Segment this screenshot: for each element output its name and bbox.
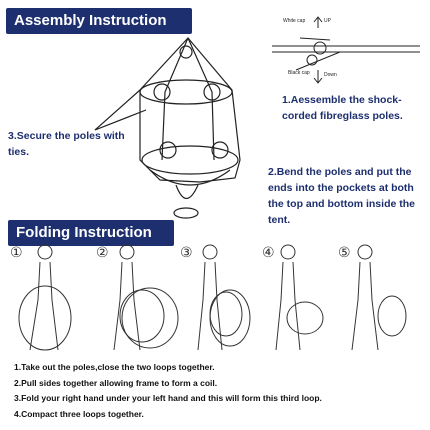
- folding-number-4: ④: [262, 244, 275, 260]
- folding-number-2: ②: [96, 244, 109, 260]
- tent-illustration: [94, 37, 241, 219]
- folding-step-4: 4.Compact three loops together.: [14, 408, 144, 419]
- down-arrow-icon: [313, 70, 323, 84]
- figure-step-2: [113, 244, 179, 351]
- figure-step-4: [275, 244, 324, 351]
- up-label: UP: [324, 18, 331, 24]
- assembly-step-2: 2.Bend the poles and put the ends into t…: [268, 166, 415, 226]
- folding-number-1: ①: [10, 244, 23, 260]
- pole-detail-illustration: [272, 37, 420, 71]
- assembly-step-1: 1.Aessemble the shock-corded fibreglass …: [282, 94, 403, 122]
- down-label: Down: [324, 72, 337, 78]
- white-cap-label: White cap: [283, 18, 306, 24]
- up-arrow-icon: [313, 16, 323, 28]
- folding-title-banner: Folding Instruction: [8, 220, 174, 246]
- folding-step-3: 3.Fold your right hand under your left h…: [14, 393, 322, 403]
- figure-step-5: [351, 244, 407, 351]
- figure-step-1: [18, 244, 72, 351]
- black-cap-label: Black cap: [288, 70, 310, 76]
- folding-number-5: ⑤: [338, 244, 351, 260]
- assembly-title-banner: Assembly Instruction: [6, 8, 192, 34]
- folding-number-3: ③: [180, 244, 193, 260]
- folding-step-2: 2.Pull sides together allowing frame to …: [14, 377, 218, 388]
- folding-step-1: 1.Take out the poles,close the two loops…: [14, 362, 215, 372]
- figure-step-3: [197, 244, 251, 351]
- folding-steps-list: 1.Take out the poles,close the two loops…: [14, 360, 322, 422]
- folding-figures: [18, 244, 407, 351]
- assembly-step-3: 3.Secure the poles with ties.: [8, 130, 125, 158]
